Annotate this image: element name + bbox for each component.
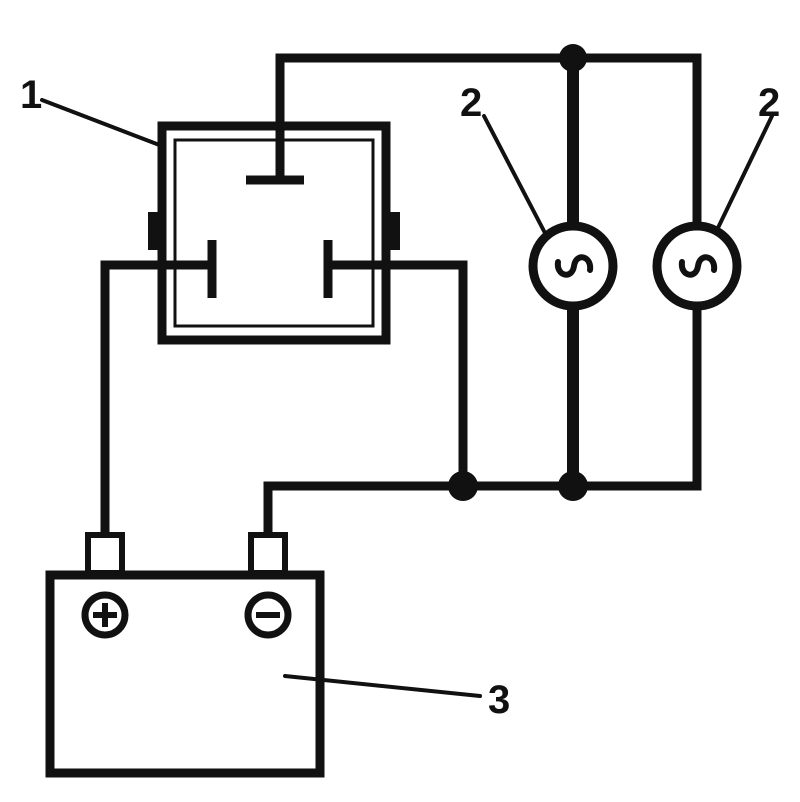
lamp-right <box>652 221 742 311</box>
callout-battery: 3 <box>488 678 510 722</box>
lamp-right-filament-icon <box>678 254 718 278</box>
callout-relay: 1 <box>20 73 42 117</box>
battery <box>45 532 325 778</box>
junction-dot-bottom-middle <box>448 471 478 501</box>
battery-body <box>45 570 325 778</box>
leader-battery <box>283 674 482 698</box>
callout-lamp-right: 2 <box>758 81 780 125</box>
junction-dot-top <box>559 44 587 72</box>
leader-lamp-right <box>714 114 774 234</box>
junctions <box>448 44 588 501</box>
relay <box>148 121 400 345</box>
wire-right-lamp-to-bottom-bus <box>263 306 702 540</box>
battery-positive-icon <box>81 591 129 639</box>
wire-relay-right-to-bottom-bus <box>386 260 468 486</box>
lamp-left-filament-icon <box>554 254 594 278</box>
junction-dot-bottom-right <box>558 471 588 501</box>
leader-lamp-left <box>482 114 547 235</box>
callout-labels: 1 2 2 3 <box>20 73 780 722</box>
relay-right-tab <box>388 212 400 250</box>
relay-inner-case <box>173 138 375 328</box>
wire-relay-to-top-bus <box>275 53 702 228</box>
battery-negative-icon <box>244 591 292 639</box>
battery-positive-post <box>85 532 125 576</box>
wire-relay-left-to-battery-positive <box>100 260 160 538</box>
battery-negative-post <box>248 532 288 576</box>
wiring <box>100 53 702 540</box>
leader-lines <box>40 98 774 698</box>
relay-left-tab <box>148 212 160 250</box>
callout-lamp-left: 2 <box>460 81 482 125</box>
lamp-left <box>528 221 618 311</box>
leader-relay <box>40 98 164 148</box>
relay-outer-case <box>157 121 391 345</box>
